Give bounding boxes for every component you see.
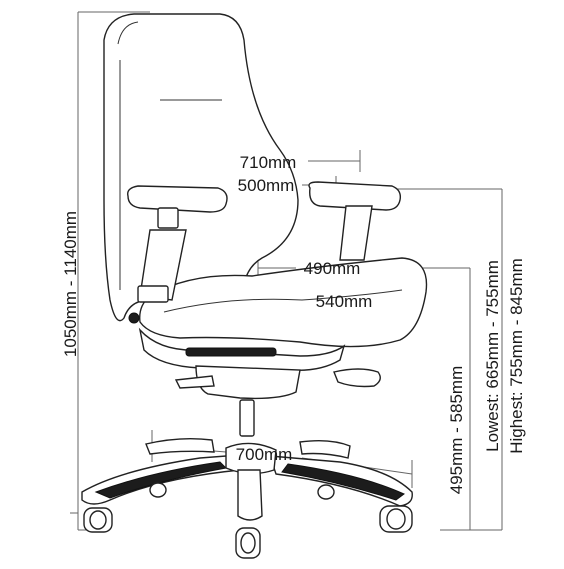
overall-height-label: 1050mm - 1140mm xyxy=(61,211,80,357)
casters xyxy=(83,482,413,559)
gas-lift xyxy=(239,399,255,437)
star-base xyxy=(81,437,413,521)
seat-mechanism xyxy=(138,327,381,400)
dimension-labels: 710mm 500mm 490mm 540mm 700mm 1050mm - 1… xyxy=(61,153,526,494)
seat-cushion xyxy=(139,257,428,348)
base-width-label: 700mm xyxy=(236,445,293,464)
caster-right xyxy=(379,505,413,533)
seat-depth-front-label: 490mm xyxy=(304,259,361,278)
right-armrest xyxy=(308,181,402,261)
seat-height-label: 495mm - 585mm xyxy=(447,366,466,494)
caster-left xyxy=(83,507,113,533)
caster-back-right xyxy=(317,484,335,500)
armrest-lowest-label: Lowest: 665mm - 755mm xyxy=(483,260,502,452)
left-armrest xyxy=(127,185,228,324)
seat-width-label: 500mm xyxy=(238,176,295,195)
armrest-highest-label: Highest: 755mm - 845mm xyxy=(507,258,526,454)
caster-center xyxy=(235,527,261,559)
caster-back-left xyxy=(149,482,167,498)
back-width-label: 710mm xyxy=(240,153,297,172)
seat-depth-label: 540mm xyxy=(316,292,373,311)
